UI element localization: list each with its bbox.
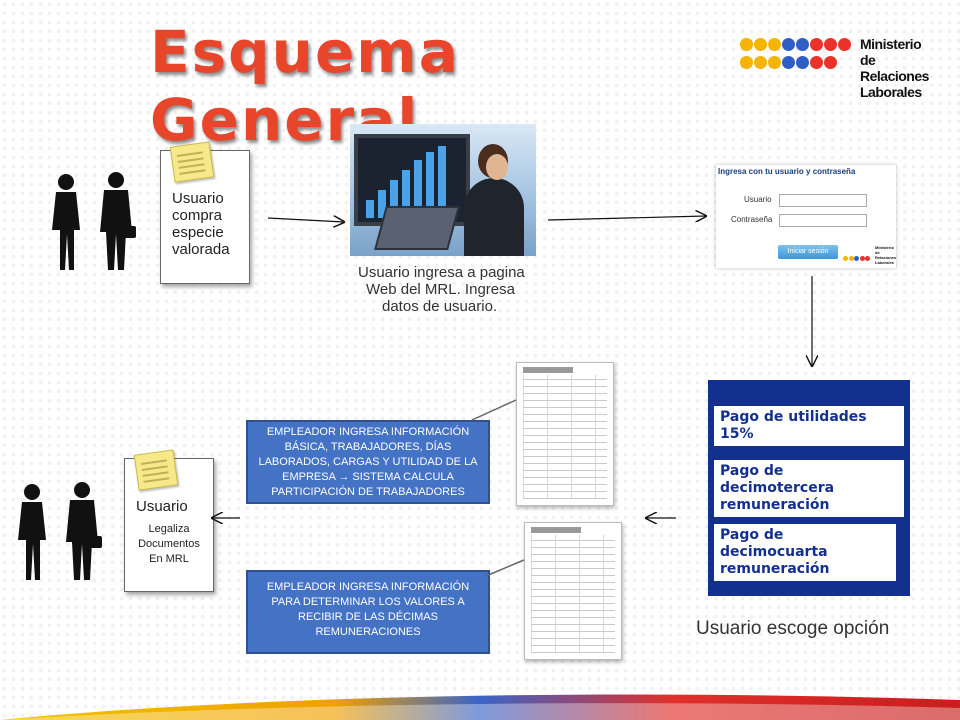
username-label: Usuario [744, 195, 772, 204]
monitor-bar [378, 190, 386, 218]
voucher-text: Usuario compra especie valorada [172, 190, 230, 258]
note-line: compra [172, 207, 223, 224]
logo-dot [848, 256, 854, 261]
logo-dot [754, 56, 767, 69]
logo-dot [843, 256, 848, 261]
info-box-decimos: EMPLEADOR INGRESA INFORMACIÓN PARA DETER… [246, 570, 490, 654]
form-document-decimos [524, 522, 622, 660]
stripe-band [0, 694, 960, 720]
connector-box1 [471, 399, 517, 421]
option-decimocuarta[interactable]: Pago de decimocuarta remuneración [714, 524, 896, 581]
monitor-bar [438, 146, 446, 218]
logo-text: Ministerio de Relaciones Laborales [860, 36, 940, 100]
logo-dot [796, 38, 809, 51]
password-label: Contraseña [731, 215, 773, 224]
logo-dot [754, 38, 767, 51]
monitor-bar [414, 160, 422, 218]
username-input[interactable] [779, 194, 867, 207]
monitor-bar [426, 152, 434, 218]
logo-dot [782, 38, 795, 51]
logo-dot [810, 56, 823, 69]
form-document-utilidades [516, 362, 614, 506]
logo-line: Ministerio [860, 36, 922, 52]
logo-dot [782, 56, 795, 69]
mini-logo-line: Laborales [875, 260, 894, 265]
options-panel: Pago de utilidades 15% Pago de decimoter… [708, 380, 910, 596]
option-decimotercera[interactable]: Pago de decimotercera remuneración [714, 460, 904, 517]
logo-dot [768, 38, 781, 51]
note-line: valorada [172, 241, 230, 258]
logo-line: de Relaciones [860, 52, 929, 84]
logo-dot [810, 38, 823, 51]
password-input[interactable] [779, 214, 867, 227]
mini-logo-text: Ministerio de Relaciones Laborales [875, 245, 896, 265]
business-people-icon [18, 482, 102, 580]
step2-caption: Usuario ingresa a pagina Web del MRL. In… [358, 264, 558, 315]
caption-line: Legaliza [148, 523, 190, 535]
monitor-bar [366, 200, 374, 218]
voucher-document: Usuario compra especie valorada [160, 141, 250, 284]
legalize-title: Usuario [136, 498, 188, 515]
arrow-to-login [547, 216, 706, 220]
logo-line: Laborales [860, 84, 922, 100]
caption-line: Documentos [138, 538, 200, 550]
logo-dot [740, 38, 753, 51]
connector-box2 [485, 559, 525, 577]
note-line: Usuario [172, 190, 224, 207]
caption-line: Web del MRL. Ingresa [366, 281, 515, 298]
legalize-document: Usuario Legaliza Documentos En MRL [124, 449, 214, 592]
logo-dot [859, 256, 865, 261]
logo-dot [768, 56, 781, 69]
woman-figure [464, 178, 524, 256]
arrow-to-website [267, 218, 344, 222]
logo-dot [854, 256, 859, 261]
logo-dot [838, 38, 851, 51]
mini-logo-line: Ministerio [875, 245, 894, 250]
mini-ministry-logo: Ministerio de Relaciones Laborales [843, 245, 896, 266]
logo-dot [824, 56, 837, 69]
logo-dot [824, 38, 837, 51]
logo-dot [865, 256, 870, 261]
login-heading: Ingresa con tu usuario y contraseña [718, 167, 856, 176]
note-line: especie [172, 224, 224, 241]
mini-logo-line: de Relaciones [875, 250, 897, 260]
form-lines [531, 535, 615, 653]
option-utilidades[interactable]: Pago de utilidades 15% [714, 406, 904, 446]
monitor-bar [402, 170, 410, 218]
form-lines [523, 375, 607, 499]
stripe-highlight [0, 703, 960, 720]
caption-line: En MRL [149, 553, 189, 565]
ministry-logo: Ministerio de Relaciones Laborales [740, 36, 940, 100]
caption-line: Usuario ingresa a pagina [358, 264, 525, 281]
logo-dots [740, 38, 860, 74]
form-header [523, 367, 573, 373]
login-button[interactable]: Iniciar sesión [778, 245, 838, 259]
logo-dot [796, 56, 809, 69]
form-header [531, 527, 581, 533]
legalize-caption: Legaliza Documentos En MRL [129, 522, 209, 567]
monitor-bar [390, 180, 398, 218]
business-people-icon [52, 172, 136, 270]
login-form: Ingresa con tu usuario y contraseña Usua… [716, 165, 896, 268]
decorative-stripe [0, 694, 960, 720]
logo-dot [740, 56, 753, 69]
info-box-utilidades: EMPLEADOR INGRESA INFORMACIÓN BÁSICA, TR… [246, 420, 490, 504]
caption-line: datos de usuario. [382, 298, 498, 315]
user-computer-photo [350, 124, 536, 256]
options-caption: Usuario escoge opción [696, 618, 890, 639]
woman-head [486, 154, 508, 180]
